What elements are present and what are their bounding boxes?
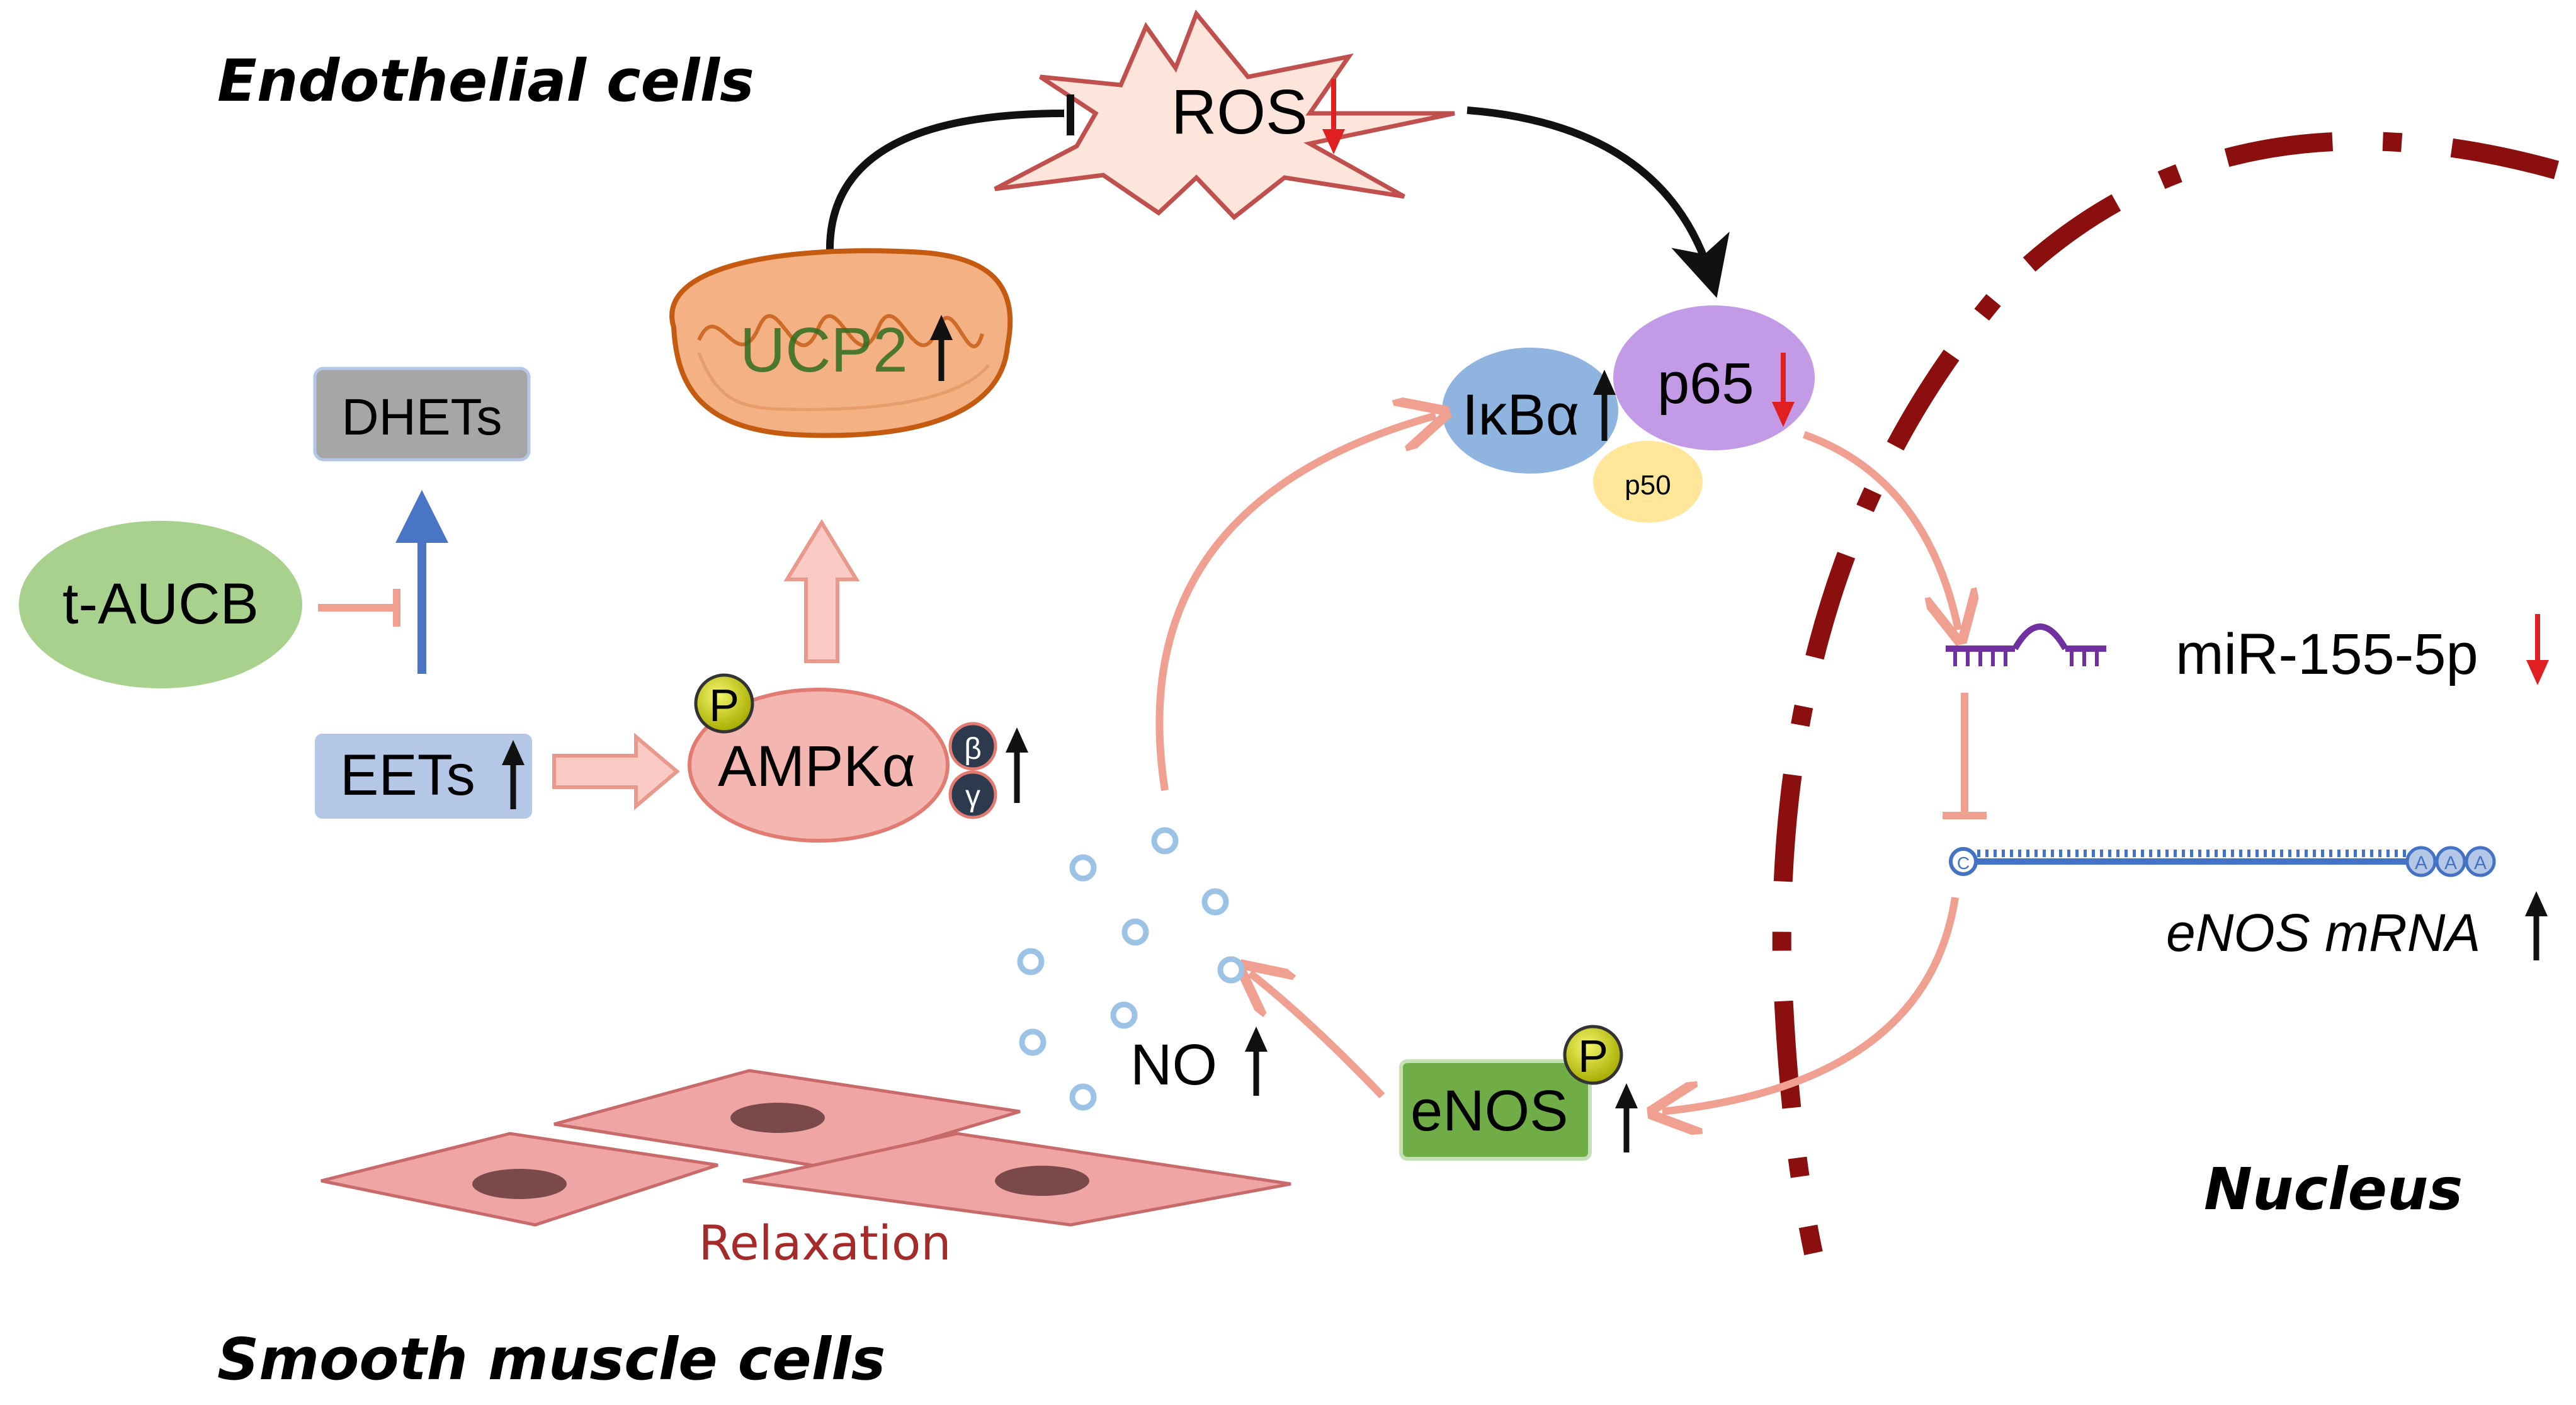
enos-box: eNOS P bbox=[1399, 1025, 1638, 1161]
ampk-gamma-subunit: γ bbox=[948, 770, 997, 819]
beta-label: β bbox=[964, 732, 982, 766]
no-to-ikba-arrow bbox=[1155, 416, 1436, 791]
mir-label: miR-155-5p bbox=[2176, 622, 2478, 686]
nfkb-complex: IκBα p65 p50 bbox=[1442, 305, 1815, 523]
smooth-muscle-cell-icon bbox=[321, 1132, 718, 1227]
dhets-label: DHETs bbox=[341, 389, 502, 446]
enos-label: eNOS bbox=[1410, 1079, 1569, 1143]
no-molecule-dot-icon bbox=[1017, 827, 1245, 1111]
no-label: NO bbox=[1130, 1033, 1217, 1097]
relaxation-label: Relaxation bbox=[699, 1215, 951, 1271]
up-arrow-icon bbox=[930, 315, 953, 381]
poly-a-label: A bbox=[2444, 853, 2457, 873]
ros-activates-nfkb-arrow bbox=[1467, 106, 1730, 299]
up-arrow-icon bbox=[1006, 727, 1028, 803]
up-arrow-icon bbox=[502, 740, 525, 809]
ikba-label: IκBα bbox=[1462, 383, 1579, 447]
up-arrow-icon bbox=[1593, 370, 1616, 441]
ampk-to-ucp2-arrow bbox=[783, 519, 860, 663]
ampk-node: AMPKα P β γ bbox=[688, 673, 1028, 843]
nucleus-label: Nucleus bbox=[2204, 1156, 2463, 1223]
nfkb-to-mir-arrow bbox=[1802, 431, 1958, 630]
phospho-label: P bbox=[1578, 1032, 1608, 1082]
up-arrow-icon bbox=[1245, 1027, 1268, 1096]
down-arrow-icon bbox=[1322, 79, 1345, 154]
ampk-beta-subunit: β bbox=[948, 722, 997, 771]
poly-a-label: A bbox=[2415, 853, 2427, 873]
eets-box: EETs bbox=[315, 734, 532, 819]
p50-label: p50 bbox=[1625, 470, 1671, 501]
poly-a-label: A bbox=[2474, 853, 2487, 873]
gamma-label: γ bbox=[965, 780, 980, 813]
ucp2-inhibits-ros-arrow bbox=[826, 110, 1065, 271]
mrna-cap-label: C bbox=[1957, 853, 1970, 873]
phospho-badge: P bbox=[1563, 1025, 1623, 1085]
dhets-box: DHETs bbox=[313, 367, 531, 462]
p65-label: p65 bbox=[1657, 351, 1754, 416]
endothelial-cells-label: Endothelial cells bbox=[217, 47, 754, 115]
ampk-label: AMPKα bbox=[718, 734, 916, 799]
t-aucb-label: t-AUCB bbox=[62, 572, 259, 636]
ros-node: ROS bbox=[994, 9, 1455, 220]
phospho-label: P bbox=[709, 681, 739, 731]
phospho-badge: P bbox=[694, 673, 754, 734]
ucp2-label: UCP2 bbox=[740, 315, 908, 385]
mrna-icon: C A A A bbox=[1949, 846, 2496, 877]
smooth-muscle-cell-icon bbox=[742, 1132, 1291, 1227]
enos-mrna-label: eNOS mRNA bbox=[2166, 903, 2480, 962]
enos-to-no-arrow bbox=[1250, 973, 1385, 1099]
up-arrow-icon bbox=[2525, 891, 2548, 960]
smooth-muscle-cells-label: Smooth muscle cells bbox=[217, 1326, 885, 1393]
eets-to-ampk-arrow bbox=[552, 732, 680, 811]
mrna-to-enos-arrow bbox=[1662, 897, 1959, 1112]
t-aucb-node: t-AUCB bbox=[19, 521, 302, 688]
mitochondria-icon: UCP2 bbox=[669, 248, 1013, 438]
up-arrow-icon bbox=[1615, 1083, 1638, 1152]
ros-label: ROS bbox=[1171, 77, 1308, 147]
eets-label: EETs bbox=[340, 743, 475, 807]
nucleus-boundary bbox=[1772, 132, 2560, 1256]
down-arrow-icon bbox=[1772, 353, 1795, 427]
microrna-icon bbox=[1946, 623, 2106, 666]
down-arrow-icon bbox=[2526, 614, 2549, 685]
